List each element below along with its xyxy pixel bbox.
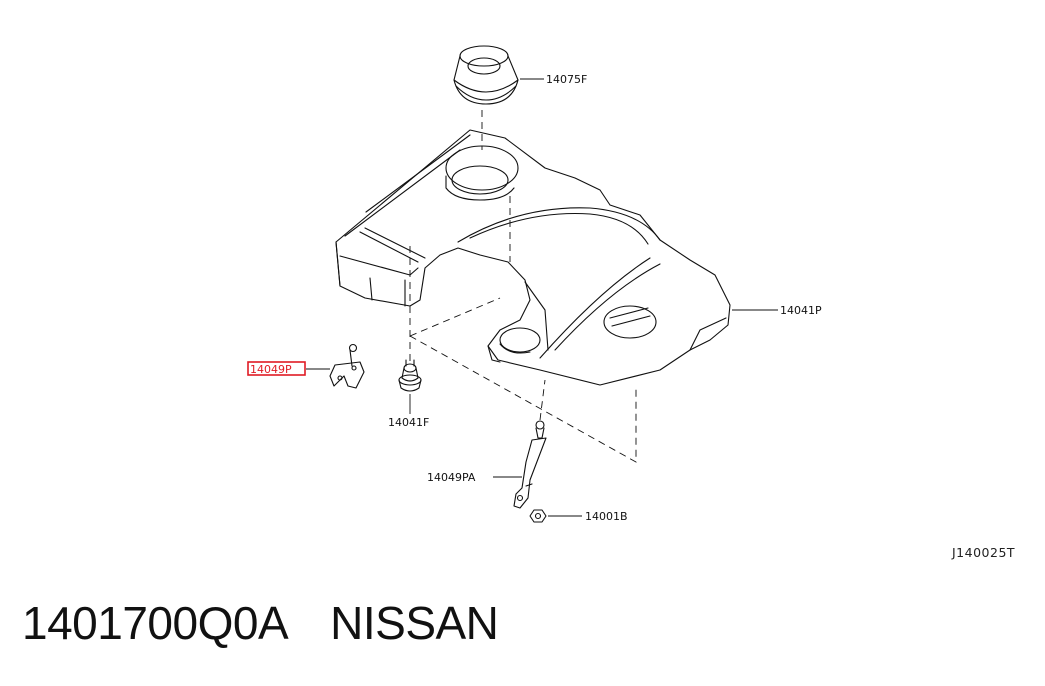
engine-cover-part[interactable] [335,129,731,386]
diagram-reference-code: J140025T [952,545,1016,560]
grommet-part[interactable] [398,359,422,392]
part-number: 1401700Q0A [22,597,289,649]
leader-lines [306,78,778,517]
highlight-box [247,361,306,376]
footer-title: 1401700Q0A NISSAN [22,596,499,650]
callout-stay[interactable]: 14049PA [427,471,476,484]
brand-name: NISSAN [330,597,499,649]
stay-part[interactable] [513,420,547,509]
bracket-part[interactable] [329,343,365,389]
seal-part[interactable] [453,45,519,105]
callout-nut[interactable]: 14001B [585,510,628,523]
assembly-guide-lines [409,110,637,463]
callout-cover[interactable]: 14041P [780,304,822,317]
nut-part[interactable] [529,509,547,523]
callout-bracket[interactable]: 14049P [250,363,292,376]
parts-diagram: 14075F 14041P 14041F 14049PA 14001B 1404… [247,45,822,523]
callout-seal[interactable]: 14075F [546,73,587,86]
callout-grommet[interactable]: 14041F [388,416,429,429]
